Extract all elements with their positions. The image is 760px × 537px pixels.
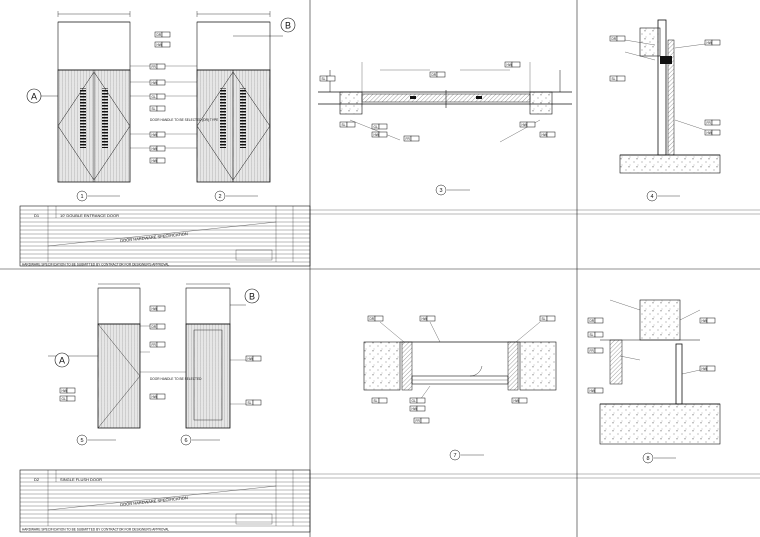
- tag-hw: HW: [702, 367, 707, 371]
- tag-fr: FR: [416, 419, 421, 423]
- tag-gl: GL: [374, 125, 378, 129]
- tag-dr: DR: [590, 319, 595, 323]
- tag-sl: SL: [322, 77, 326, 81]
- view-7-number: 7: [453, 453, 456, 459]
- spec-1-description: 10' DOUBLE ENTRANCE DOOR: [60, 213, 119, 218]
- view-5-number: 5: [80, 438, 83, 444]
- tag-dr: DR: [152, 325, 157, 329]
- tag-sl: SL: [542, 317, 546, 321]
- tag-hw: HW: [152, 395, 157, 399]
- spec-2-watermark: DOOR HARDWARE SPECIFICATION: [120, 495, 188, 507]
- grid-marker-a-label: A: [31, 92, 37, 102]
- grid-marker-a: [26, 88, 42, 104]
- view-4-number: 4: [650, 194, 653, 200]
- tag-sl: SL: [152, 107, 156, 111]
- spec-table-1: D1 10' DOUBLE ENTRANCE DOOR DOOR HARDWAR…: [19, 205, 760, 267]
- view-4-bubble: [646, 190, 658, 202]
- tag-hw: HW: [152, 159, 157, 163]
- handle-note-2: DOOR HANDLE TO BE SELECTED: [150, 377, 202, 381]
- tag-hw: HW: [62, 389, 67, 393]
- grid-marker-a2-label: A: [59, 356, 65, 366]
- view-3-bubble: [435, 184, 447, 196]
- spec-1-footer: HARDWARE SPECIFICATION TO BE SUBMITTED B…: [22, 263, 169, 267]
- tag-sl: SL: [374, 399, 378, 403]
- tag-dr: DR: [612, 37, 617, 41]
- tag-fr: FR: [707, 121, 712, 125]
- view-8-bubble: [642, 452, 654, 464]
- plan-detail-1: DR HW SL GL HW FR SL HW HW 3: [318, 61, 572, 196]
- tag-hw: HW: [152, 81, 157, 85]
- tag-sl: SL: [248, 401, 252, 405]
- tag-fr: FR: [152, 343, 157, 347]
- spec-2-footer: HARDWARE SPECIFICATION TO BE SUBMITTED B…: [22, 528, 169, 532]
- spec-table-2: D2 SINGLE FLUSH DOOR DOOR HARDWARE SPECI…: [19, 469, 760, 533]
- view-1-number: 1: [80, 194, 83, 200]
- tag-hw: HW: [707, 41, 712, 45]
- spec-1-code: D1: [34, 213, 40, 218]
- tag-hw: HW: [152, 307, 157, 311]
- tag-hw: HW: [542, 133, 547, 137]
- tag-hw: HW: [248, 357, 253, 361]
- tag-dr: DR: [432, 73, 437, 77]
- grid-marker-b2-label: B: [249, 292, 255, 302]
- view-2-bubble: [214, 190, 226, 202]
- view-3-number: 3: [439, 188, 442, 194]
- section-detail-2: DR HW SL FR HW HW 8: [587, 299, 721, 464]
- tag-fr: FR: [406, 137, 411, 141]
- view-6-bubble: [180, 434, 192, 446]
- spec-1-watermark: DOOR HARDWARE SPECIFICATION: [120, 231, 188, 243]
- tag-fr: FR: [152, 65, 157, 69]
- tag-sl: SL: [342, 123, 346, 127]
- view-5-bubble: [76, 434, 88, 446]
- tag-hw: HW: [152, 147, 157, 151]
- door-type-1-elevations: A B DR HW FR HW GL SL DOOR HANDLE TO BE …: [26, 11, 296, 202]
- handle-note: DOOR HANDLE TO BE SELECTED (DR) TYPE: [150, 118, 218, 122]
- tag-column-1: DR HW FR HW GL SL DOOR HANDLE TO BE SELE…: [130, 31, 218, 164]
- view-2-number: 2: [218, 194, 221, 200]
- door-type-2-elevations: A B HW DR FR HW GL HW SL HW DOOR HANDLE …: [48, 283, 262, 446]
- tag-sl: SL: [612, 77, 616, 81]
- plan-detail-2: DR HW SL GL HW FR HW SL 7: [363, 315, 557, 461]
- tag-hw: HW: [590, 389, 595, 393]
- tag-hw: HW: [522, 123, 527, 127]
- tag-hw: HW: [422, 317, 427, 321]
- tag-gl: GL: [62, 397, 66, 401]
- tag-dr: DR: [370, 317, 375, 321]
- view-7-bubble: [449, 449, 461, 461]
- tag-sl: SL: [590, 333, 594, 337]
- spec-2-description: SINGLE FLUSH DOOR: [60, 477, 102, 482]
- tag-hw: HW: [707, 131, 712, 135]
- tag-hw: HW: [412, 407, 417, 411]
- tag-hw: HW: [507, 63, 512, 67]
- tag-hw: HW: [374, 133, 379, 137]
- spec-2-code: D2: [34, 477, 40, 482]
- tag-gl: GL: [152, 95, 156, 99]
- tag-dr: DR: [157, 33, 162, 37]
- view-6-number: 6: [184, 438, 187, 444]
- grid-marker-b2: [244, 288, 260, 304]
- tag-hw: HW: [152, 133, 157, 137]
- tag-hw: HW: [514, 399, 519, 403]
- grid-marker-b: [280, 17, 296, 33]
- view-1-bubble: [76, 190, 88, 202]
- tag-hw: HW: [157, 43, 162, 47]
- section-detail-1: DR HW SL FR HW 4: [609, 19, 721, 202]
- grid-marker-a2: [54, 352, 70, 368]
- grid-marker-b-label: B: [285, 21, 291, 31]
- view-8-number: 8: [646, 456, 649, 462]
- tag-hw: HW: [702, 319, 707, 323]
- tag-gl: GL: [412, 399, 416, 403]
- tag-fr: FR: [590, 349, 595, 353]
